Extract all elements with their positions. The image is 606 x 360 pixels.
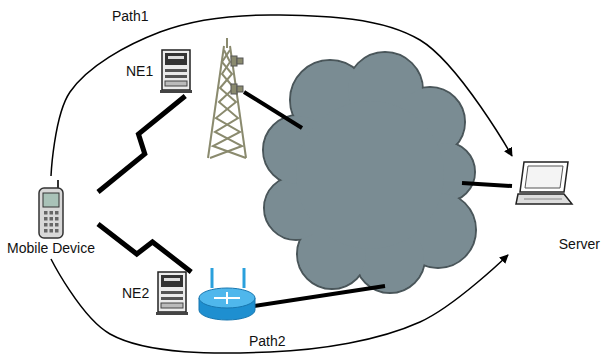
wire [254,286,385,306]
wire [244,92,302,128]
phone-icon [36,178,66,240]
antenna-insulators [231,56,243,94]
wireless-link [98,96,185,192]
path-label: Path1 [110,8,151,24]
wire [462,183,512,186]
node-label: NE2 [122,285,149,302]
path-arrow [51,15,512,176]
node-label: Mobile Device [7,240,95,257]
node-label: Server [510,236,600,253]
server-icon [159,48,193,94]
network-cloud [263,52,476,293]
path-arrow [51,255,508,353]
network-element: NE2 [120,268,191,318]
server-icon [155,270,189,316]
wifi-router [199,268,255,320]
wireless-link [98,224,191,272]
path-label: Path2 [247,333,288,349]
network-element: Server [508,156,602,255]
cell-tower [208,38,246,158]
node-label: NE1 [126,63,153,80]
network-element: Mobile Device [4,176,98,259]
network-element: NE1 [124,46,195,96]
laptop-icon [510,158,574,210]
